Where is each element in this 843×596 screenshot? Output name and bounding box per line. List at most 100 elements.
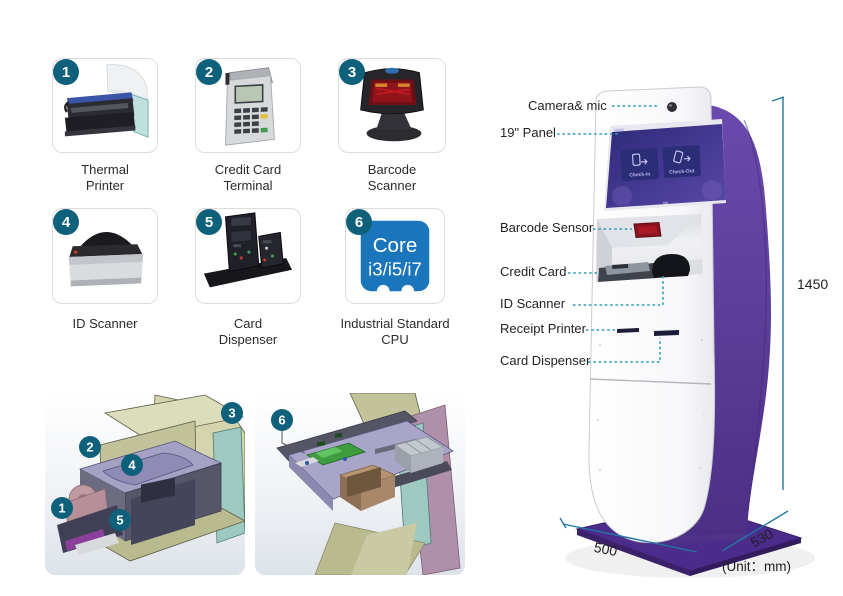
component-badge-2: 2 (196, 59, 222, 85)
panel-screws (596, 338, 706, 472)
terminal-screen (234, 84, 264, 104)
base-plate-edge-left (577, 529, 690, 576)
check-in-label: Check-in (629, 171, 650, 178)
cad-badge-1: 1 (58, 501, 65, 516)
card-dispenser-image (203, 212, 293, 288)
badge-number: 3 (347, 63, 357, 81)
chip-text-line1: Core (373, 234, 418, 257)
laser-lines (376, 87, 410, 96)
tower-panel-2 (231, 230, 251, 242)
component-label-card-dispenser: Card Dispenser (185, 316, 311, 348)
screen-glow-right (702, 180, 722, 200)
component-card-credit-card-terminal: 2 (195, 58, 301, 153)
dispenser-unit-2 (258, 231, 284, 269)
cad-interior-drawing: 3 2 4 1 5 (51, 394, 245, 562)
badge-number: 4 (61, 213, 71, 231)
scanner-led-left (375, 83, 388, 87)
cad-badge-6-group: 6 (271, 409, 306, 454)
component-badge-3: 3 (339, 59, 365, 85)
cad-gray-boxes (394, 436, 444, 473)
cad-cpu-board (295, 432, 367, 467)
component-card-card-dispenser: 5 (195, 208, 301, 304)
dim-line-width (562, 523, 698, 553)
component-label-cpu: Industrial Standard CPU (330, 316, 460, 348)
cad-view-interior: 3 2 4 1 5 (45, 393, 245, 575)
label-line1: Thermal (81, 162, 129, 177)
cad-badge-5: 5 (116, 513, 123, 528)
screen-glow-left (612, 186, 632, 206)
dim-tick-height-top (771, 96, 785, 102)
terminal-screen-small (612, 263, 629, 269)
component-label-id-scanner: ID Scanner (42, 316, 168, 332)
side-panel-contour (743, 119, 767, 511)
power-led (73, 250, 78, 254)
cpu-chip-image: Core i3/i5/i7 (360, 220, 430, 298)
board-components (233, 240, 275, 262)
card-swipe-slot (225, 72, 230, 85)
dim-line-depth (721, 510, 789, 552)
id-scanner-image (68, 231, 144, 287)
camera-highlight (669, 104, 672, 107)
cad-badge-6: 6 (278, 413, 285, 428)
label-line1: Credit Card (214, 162, 282, 177)
label-line1: Card (233, 316, 263, 331)
dimension-lines (559, 96, 789, 553)
dispenser-tower (224, 212, 260, 273)
cad-badge-4: 4 (128, 458, 136, 473)
label-line2: Terminal (223, 178, 273, 193)
base-plate-edge-right (690, 538, 801, 576)
camera-dot (667, 102, 677, 112)
cpu-chip (360, 220, 430, 292)
component-badge-1: 1 (53, 59, 79, 85)
panel-seam (589, 378, 712, 385)
printer-slot (70, 103, 129, 113)
barcode-sensor-glow (638, 226, 657, 234)
scanner-logo (385, 67, 399, 74)
component-label-thermal-printer: Thermal Printer (42, 162, 168, 194)
receipt-printer-slot (617, 328, 639, 333)
cad-drawer-drawing: 6 (271, 393, 461, 575)
component-label-barcode-scanner: Barcode Scanner (329, 162, 455, 194)
screen-footer-mark (663, 201, 669, 204)
cad-badge-2: 2 (86, 440, 93, 455)
component-card-thermal-printer: 1 (52, 58, 158, 153)
badge-number: 1 (61, 63, 71, 81)
callout-barcode-sensor: Barcode Sensor (500, 220, 594, 235)
thermal-printer-image (64, 64, 149, 139)
dim-tick-width (559, 517, 567, 529)
dimension-unit: (Unit：mm) (722, 559, 791, 574)
check-out-label: Check-Out (669, 168, 695, 176)
cad-view-drawer: 6 (255, 393, 465, 575)
callout-receipt-printer: Receipt Printer (500, 321, 586, 336)
callout-leader-lines (557, 105, 664, 363)
cad-open-box (338, 464, 397, 511)
screen-titlebar-mark (614, 128, 625, 132)
id-scanner-body-top (68, 254, 144, 265)
component-card-barcode-scanner: 3 (338, 58, 446, 153)
label-line2: Scanner (367, 178, 417, 193)
label-line2: Dispenser (218, 332, 278, 347)
barcode-scanner-image (360, 67, 424, 142)
chip-text-line2: i3/i5/i7 (368, 259, 422, 280)
scanner-stand (376, 111, 412, 130)
callout-id-scanner: ID Scanner (500, 296, 566, 311)
label-line2: Printer (85, 178, 125, 193)
component-card-cpu: Core i3/i5/i7 6 (345, 208, 445, 304)
component-badge-6: 6 (346, 209, 372, 235)
component-label-credit-card-terminal: Credit Card Terminal (185, 162, 311, 194)
credit-card-terminal-image (224, 67, 275, 146)
check-in-button: Check-in (620, 148, 659, 181)
printer-cable (64, 101, 70, 113)
label-line2: CPU (381, 332, 409, 347)
scanner-led-right (397, 83, 410, 87)
cad-paper-roll-unit (57, 484, 123, 555)
cad-badges-view1: 3 2 4 1 5 (51, 402, 243, 531)
badge-number: 2 (204, 63, 214, 81)
card-dispenser-slot (654, 330, 679, 336)
printer-foot (64, 125, 136, 137)
chip-notch-right (401, 284, 415, 298)
id-scanner-body-bottom (70, 277, 142, 287)
callout-card-dispenser: Card Dispenser (500, 353, 591, 368)
dimension-height: 1450 (797, 276, 829, 292)
